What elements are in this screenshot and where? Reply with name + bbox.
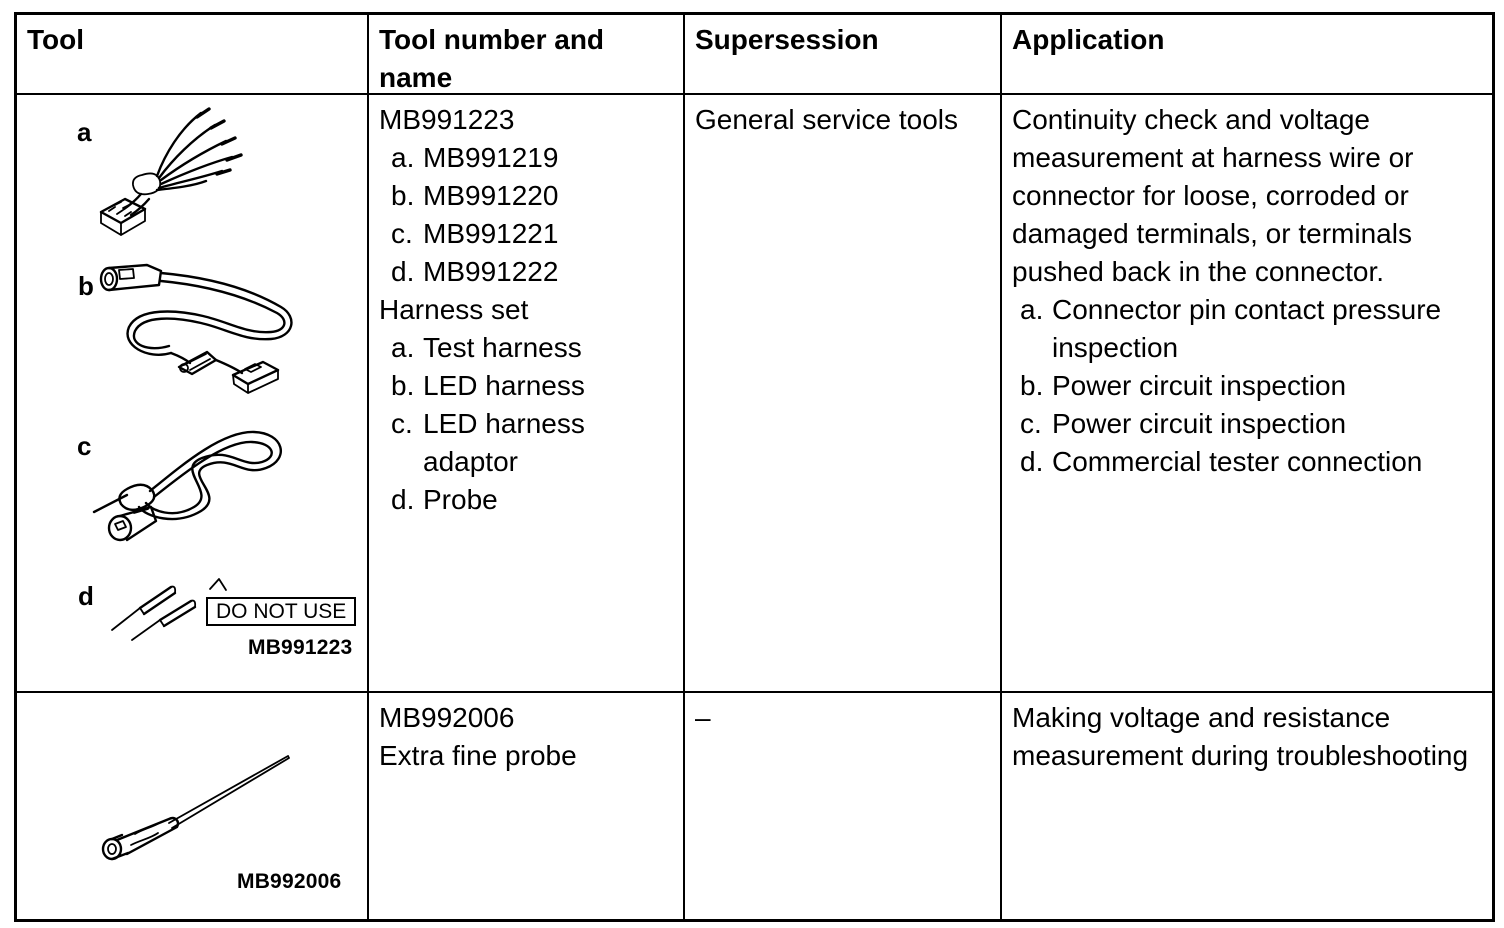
list-prefix: d. [1020,446,1044,477]
component-number-list: a. MB991219 b. MB991220 c. MB991221 d. M… [379,139,671,291]
list-item: c. MB991221 [391,215,671,253]
list-prefix: c. [391,218,413,249]
list-text: MB991219 [423,142,559,173]
list-item: d. Commercial tester connection [1020,443,1480,481]
led-harness-adaptor-illustration [92,430,282,542]
set-name: Extra fine probe [379,740,577,771]
row1-item-label-b: b [78,271,94,301]
list-item: d. MB991222 [391,253,671,291]
special-tools-table: Tool Tool number and name Supersession A… [14,12,1495,922]
set-number: MB991223 [379,104,515,135]
row1-supersession-cell: General service tools [685,95,1002,693]
list-prefix: b. [391,370,415,401]
list-text: Connector pin contact pressure inspectio… [1052,294,1442,363]
list-prefix: c. [1020,408,1042,439]
list-prefix: a. [391,142,415,173]
test-harness-illustration [99,107,243,236]
tool-caption-mb991223: MB991223 [248,636,353,659]
list-text: Power circuit inspection [1052,370,1347,401]
header-tool-label: Tool [27,24,85,55]
list-text: Test harness [423,332,582,363]
list-item: a. Connector pin contact pressure inspec… [1020,291,1480,367]
list-prefix: a. [391,332,415,363]
header-tool-number-name: Tool number and name [369,15,685,95]
row1-tool-number-cell: MB991223 a. MB991219 b. MB991220 c. MB99… [369,95,685,693]
header-application-label: Application [1012,24,1165,55]
header-supersession: Supersession [685,15,1002,95]
header-tool: Tool [17,15,369,95]
row2-supersession-cell: – [685,693,1002,919]
header-supersession-label: Supersession [695,24,879,55]
row1-tool-cell: a b c d [17,95,369,693]
row1-item-label-d: d [78,581,94,611]
list-prefix: b. [1020,370,1044,401]
list-text: LED harness [423,370,585,401]
supersession-value: General service tools [695,104,959,135]
list-text: LED harness adaptor [423,408,585,477]
set-name: Harness set [379,294,529,325]
list-prefix: b. [391,180,415,211]
list-text: Probe [423,484,498,515]
list-text: MB991220 [423,180,559,211]
probes-illustration [111,578,227,641]
set-number: MB992006 [379,702,515,733]
led-harness-illustration [99,263,293,394]
application-description: Continuity check and voltage measurement… [1012,104,1414,287]
row1-application-cell: Continuity check and voltage measurement… [1002,95,1492,693]
row2-tool-cell: MB992006 [17,693,369,919]
tool-caption-mb992006: MB992006 [237,870,342,893]
row2-tool-number-cell: MB992006 Extra fine probe [369,693,685,919]
row1-item-label-c: c [77,431,92,461]
list-item: d. Probe [391,481,671,519]
list-prefix: d. [391,256,415,287]
list-prefix: a. [1020,294,1044,325]
list-item: b. Power circuit inspection [1020,367,1480,405]
list-item: c. Power circuit inspection [1020,405,1480,443]
list-text: Power circuit inspection [1052,408,1347,439]
application-description: Making voltage and resistance measuremen… [1012,702,1469,771]
list-text: Commercial tester connection [1052,446,1423,477]
header-application: Application [1002,15,1492,95]
list-text: MB991221 [423,218,559,249]
row1-item-label-a: a [77,117,92,147]
list-item: c. LED harness adaptor [391,405,671,481]
component-name-list: a. Test harness b. LED harness c. LED ha… [379,329,671,519]
list-text: MB991222 [423,256,559,287]
header-tool-number-name-label: Tool number and name [379,24,605,93]
do-not-use-warning: DO NOT USE [206,597,357,626]
row2-application-cell: Making voltage and resistance measuremen… [1002,693,1492,919]
list-item: b. LED harness [391,367,671,405]
extra-fine-probe-illustration [101,755,290,861]
list-item: a. Test harness [391,329,671,367]
supersession-value: – [695,702,711,733]
application-list: a. Connector pin contact pressure inspec… [1012,291,1480,481]
list-item: a. MB991219 [391,139,671,177]
list-prefix: c. [391,408,413,439]
list-prefix: d. [391,484,415,515]
list-item: b. MB991220 [391,177,671,215]
